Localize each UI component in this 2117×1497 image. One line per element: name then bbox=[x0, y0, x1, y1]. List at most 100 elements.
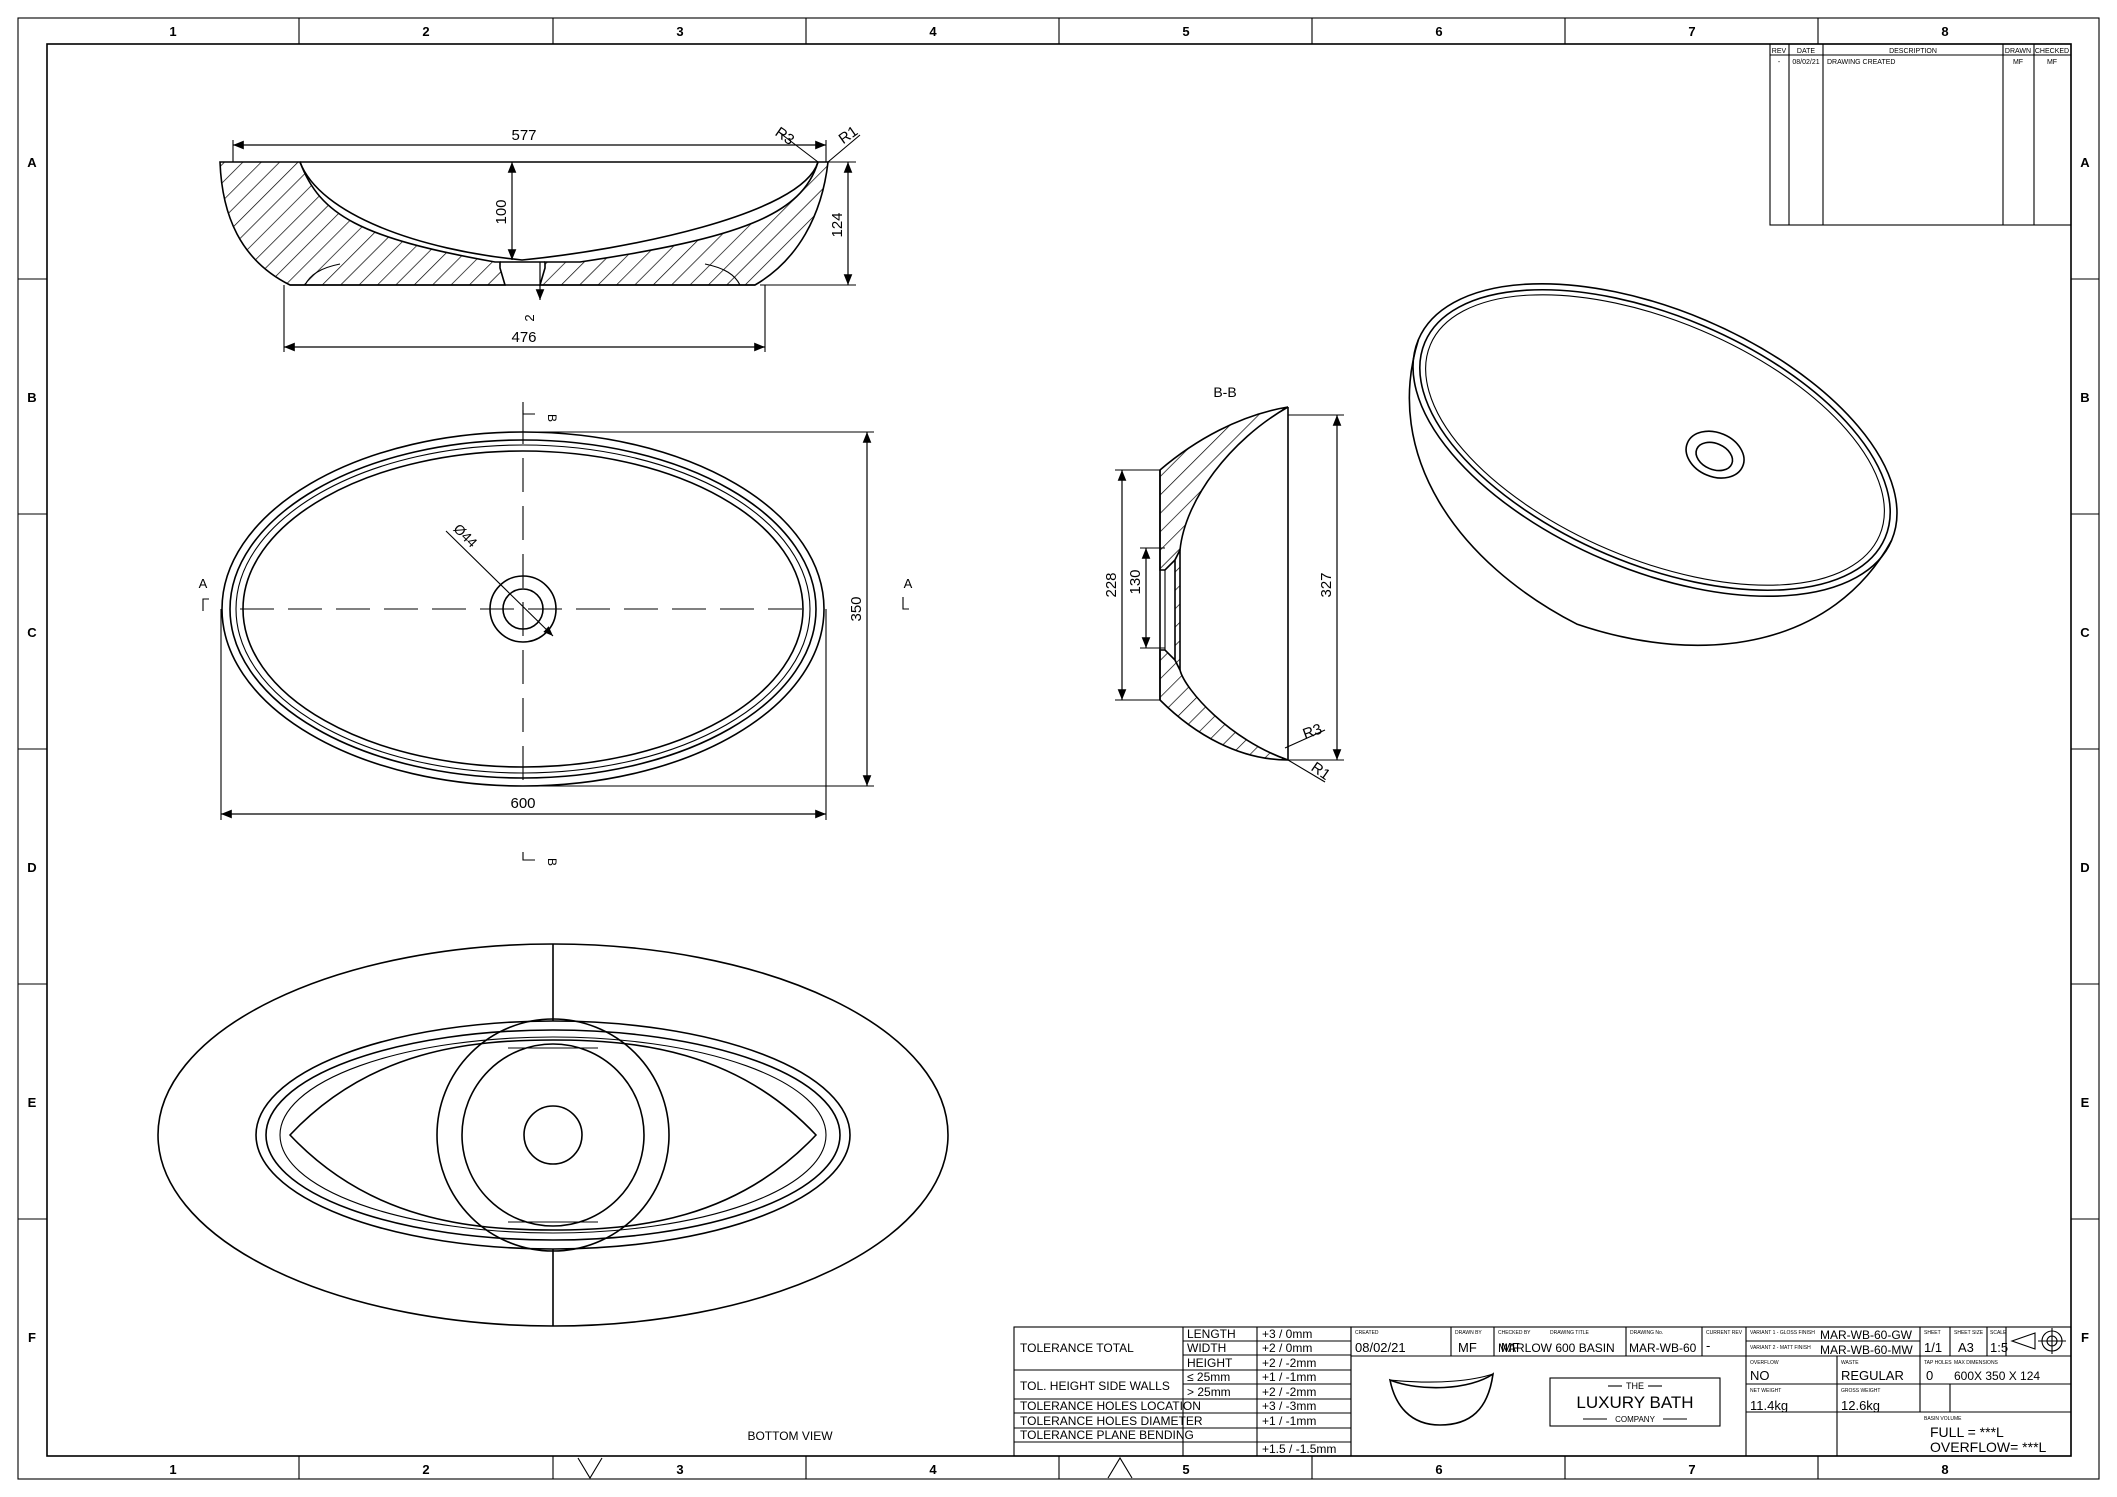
dim-base: 476 bbox=[511, 329, 536, 346]
row-label: E bbox=[28, 1095, 37, 1110]
checked-header: CHECKED bbox=[2035, 48, 2069, 55]
volume-full: FULL = ***L bbox=[1930, 1424, 2004, 1440]
checked-cell: MF bbox=[2047, 59, 2057, 66]
sheet-value: 1/1 bbox=[1924, 1340, 1942, 1355]
tol-plane-value: +1.5 / -1.5mm bbox=[1262, 1442, 1336, 1456]
tol-walls-le-value: +1 / -1mm bbox=[1262, 1370, 1316, 1384]
drawn-by-label: DRAWN BY bbox=[1455, 1330, 1482, 1336]
tol-height-label: HEIGHT bbox=[1187, 1356, 1233, 1370]
tolerance-table: TOLERANCE TOTAL LENGTH +3 / 0mm WIDTH +2… bbox=[1013, 1326, 1352, 1457]
col-label: 8 bbox=[1941, 1462, 1948, 1477]
col-label: 5 bbox=[1182, 1462, 1189, 1477]
tol-holes-diameter-label: TOLERANCE HOLES DIAMETER bbox=[1020, 1414, 1203, 1428]
basin-thumbnail-icon bbox=[1388, 1372, 1495, 1426]
frame-labels: 1 2 3 4 5 6 7 8 1 2 3 4 5 6 7 8 A B C D … bbox=[27, 24, 2090, 1477]
sheet-size-value: A3 bbox=[1958, 1340, 1974, 1355]
col-label: 2 bbox=[422, 1462, 429, 1477]
bb-view: B-B 228 130 327 R3 R1 bbox=[1103, 384, 1344, 784]
dim-length: 600 bbox=[510, 795, 535, 812]
row-label: C bbox=[2080, 625, 2090, 640]
col-label: 6 bbox=[1435, 1462, 1442, 1477]
row-label: A bbox=[2080, 155, 2090, 170]
row-label: C bbox=[27, 625, 37, 640]
gross-weight-label: GROSS WEIGHT bbox=[1841, 1388, 1880, 1394]
col-label: 2 bbox=[422, 24, 429, 39]
date-header: DATE bbox=[1797, 48, 1815, 55]
col-label: 8 bbox=[1941, 24, 1948, 39]
col-label: 1 bbox=[169, 24, 176, 39]
variant1-value: MAR-WB-60-GW bbox=[1820, 1328, 1913, 1342]
net-weight-label: NET WEIGHT bbox=[1750, 1388, 1781, 1394]
tol-length-value: +3 / 0mm bbox=[1262, 1327, 1312, 1341]
scale-value: 1:5 bbox=[1990, 1340, 2008, 1355]
description-header: DESCRIPTION bbox=[1889, 48, 1937, 55]
col-label: 4 bbox=[929, 24, 937, 39]
logo-the: THE bbox=[1626, 1381, 1644, 1391]
logo-main: LUXURY BATH bbox=[1576, 1393, 1693, 1412]
net-weight-value: 11.4kg bbox=[1750, 1398, 1788, 1413]
rev-header: REV bbox=[1772, 48, 1787, 55]
dimensions-value: 600X 350 X 124 bbox=[1954, 1369, 2040, 1383]
section-a-right: A bbox=[904, 576, 913, 591]
bb-dim-height: 327 bbox=[1318, 572, 1335, 597]
tol-height-value: +2 / -2mm bbox=[1262, 1356, 1316, 1370]
waste-label: WASTE bbox=[1841, 1360, 1859, 1366]
row-label: A bbox=[27, 155, 37, 170]
section-b-top: B bbox=[545, 414, 559, 422]
company-logo: THE LUXURY BATH COMPANY bbox=[1549, 1377, 1721, 1427]
overflow-label: OVERFLOW bbox=[1750, 1360, 1779, 1366]
tapholes-label: TAP HOLES bbox=[1924, 1360, 1952, 1366]
sheet-label: SHEET bbox=[1924, 1330, 1941, 1336]
bb-dim-inner: 130 bbox=[1127, 569, 1144, 594]
bottom-view-label: BOTTOM VIEW bbox=[747, 1429, 833, 1443]
row-label: D bbox=[27, 860, 36, 875]
checked-by-value: MF bbox=[1501, 1340, 1520, 1355]
variant1-label: VARIANT 1 - GLOSS FINISH bbox=[1750, 1330, 1815, 1336]
tol-walls-le: ≤ 25mm bbox=[1187, 1370, 1230, 1384]
drawn-cell: MF bbox=[2013, 59, 2023, 66]
radius-outer: R1 bbox=[836, 123, 861, 148]
tol-holes-location-value: +3 / -3mm bbox=[1262, 1399, 1316, 1413]
drawing-title-value: MARLOW 600 BASIN bbox=[1498, 1341, 1615, 1355]
bb-dim-outer: 228 bbox=[1103, 572, 1120, 597]
drawn-by-value: MF bbox=[1458, 1340, 1477, 1355]
bb-title: B-B bbox=[1213, 384, 1236, 400]
drawn-header: DRAWN bbox=[2005, 48, 2031, 55]
volume-label: BASIN VOLUME bbox=[1924, 1416, 1962, 1422]
volume-overflow: OVERFLOW= ***L bbox=[1930, 1439, 2047, 1455]
current-rev-label: CURRENT REV bbox=[1706, 1330, 1743, 1336]
tol-width-value: +2 / 0mm bbox=[1262, 1341, 1312, 1355]
revision-table: REV DATE DESCRIPTION DRAWN CHECKED - 08/… bbox=[1769, 43, 2072, 226]
section-view: 577 100 124 2 476 R3 R1 bbox=[219, 123, 861, 352]
dim-depth: 100 bbox=[493, 199, 510, 224]
variant2-value: MAR-WB-60-MW bbox=[1820, 1343, 1913, 1357]
description-cell: DRAWING CREATED bbox=[1827, 59, 1895, 66]
current-rev-value: - bbox=[1706, 1338, 1710, 1353]
drawing-no-label: DRAWING No. bbox=[1630, 1330, 1663, 1336]
checked-by-label: CHECKED BY bbox=[1498, 1330, 1531, 1336]
tol-plane-label: TOLERANCE PLANE BENDING bbox=[1020, 1428, 1194, 1442]
tol-length-label: LENGTH bbox=[1187, 1327, 1236, 1341]
logo-company: COMPANY bbox=[1615, 1415, 1656, 1424]
top-view: Ø44 600 350 A A B B bbox=[199, 402, 913, 866]
row-label: F bbox=[2081, 1330, 2089, 1345]
col-label: 3 bbox=[676, 24, 683, 39]
row-label: D bbox=[2080, 860, 2089, 875]
created-label: CREATED bbox=[1355, 1330, 1379, 1336]
tol-holes-location-label: TOLERANCE HOLES LOCATION bbox=[1020, 1399, 1201, 1413]
tol-walls-label: TOL. HEIGHT SIDE WALLS bbox=[1020, 1379, 1170, 1393]
title-block: CREATED DRAWN BY CHECKED BY DRAWING TITL… bbox=[1350, 1326, 2072, 1457]
row-label: F bbox=[28, 1330, 36, 1345]
waste-diameter: Ø44 bbox=[451, 520, 481, 550]
drawing-title-label: DRAWING TITLE bbox=[1550, 1330, 1590, 1336]
drawing-no-value: MAR-WB-60 bbox=[1629, 1341, 1697, 1355]
col-label: 3 bbox=[676, 1462, 683, 1477]
row-label: B bbox=[27, 390, 36, 405]
dimensions-label: MAX DIMENSIONS bbox=[1954, 1360, 1999, 1366]
dim-height: 124 bbox=[829, 212, 846, 237]
dim-gap: 2 bbox=[522, 314, 537, 321]
created-value: 08/02/21 bbox=[1355, 1340, 1406, 1355]
row-label: E bbox=[2081, 1095, 2090, 1110]
tol-walls-gt-value: +2 / -2mm bbox=[1262, 1385, 1316, 1399]
